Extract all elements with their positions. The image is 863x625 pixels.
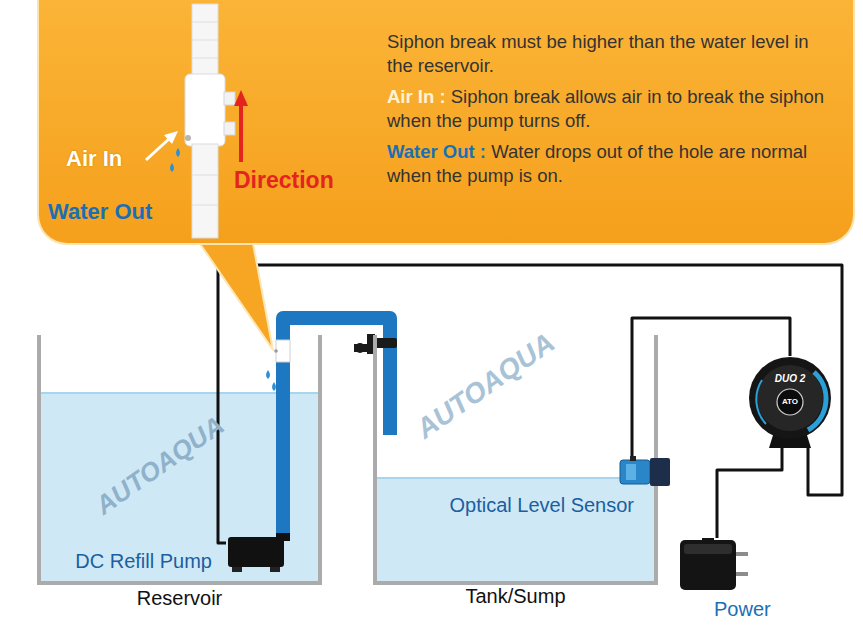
note-heading: Water Out :	[387, 141, 486, 162]
water-drop	[272, 382, 276, 391]
power-adapter: Power	[680, 538, 750, 592]
callout-pointer	[196, 238, 273, 350]
watermark: AUTOAQUA	[410, 327, 560, 446]
power-adapter-drawing	[680, 538, 750, 592]
callout-box: Siphon break must be higher than the wat…	[37, 0, 855, 245]
reservoir-tank-text: Reservoir	[41, 587, 318, 610]
optical-level-sensor-text: Optical Level Sensor	[449, 494, 634, 517]
sump-tank: Tank/SumpOptical Level Sensor	[373, 335, 658, 585]
callout-paragraph: Water Out :Water drops out of the hole a…	[387, 140, 832, 188]
callout-paragraph: Air In :Siphon break allows air in to br…	[387, 85, 832, 133]
sump-tank-text: Tank/Sump	[377, 585, 654, 608]
refill-pump: DC Refill Pump	[226, 533, 290, 573]
ato-controller-text: DUO 2	[748, 373, 832, 384]
note-heading: Air In :	[387, 86, 446, 107]
sump-water-line	[377, 477, 654, 479]
sump-water	[377, 478, 654, 581]
optical-level-sensor: Optical Level Sensor	[618, 456, 670, 488]
pump-cable	[218, 265, 842, 543]
siphon-break	[276, 340, 290, 362]
power-adapter-text: Power	[714, 598, 771, 621]
water-drop	[266, 370, 270, 379]
note-text: Siphon break must be higher than the wat…	[387, 31, 809, 76]
siphon-hole	[274, 349, 278, 353]
refill-pump-drawing	[226, 533, 290, 573]
callout-body: Siphon break must be higher than the wat…	[387, 30, 832, 195]
reservoir-tank: ReservoirDC Refill Pump	[37, 335, 322, 585]
refill-pump-text: DC Refill Pump	[75, 550, 212, 573]
optical-level-sensor-drawing	[618, 456, 670, 488]
watermark: AUTOAQUA	[90, 410, 230, 521]
note-text: Siphon break allows air in to break the …	[387, 86, 824, 131]
power-cable	[717, 448, 782, 538]
ato-controller: DUO 2 ATO	[748, 356, 832, 448]
callout-paragraph: Siphon break must be higher than the wat…	[387, 30, 832, 78]
ato-controller-text: ATO	[748, 397, 832, 406]
